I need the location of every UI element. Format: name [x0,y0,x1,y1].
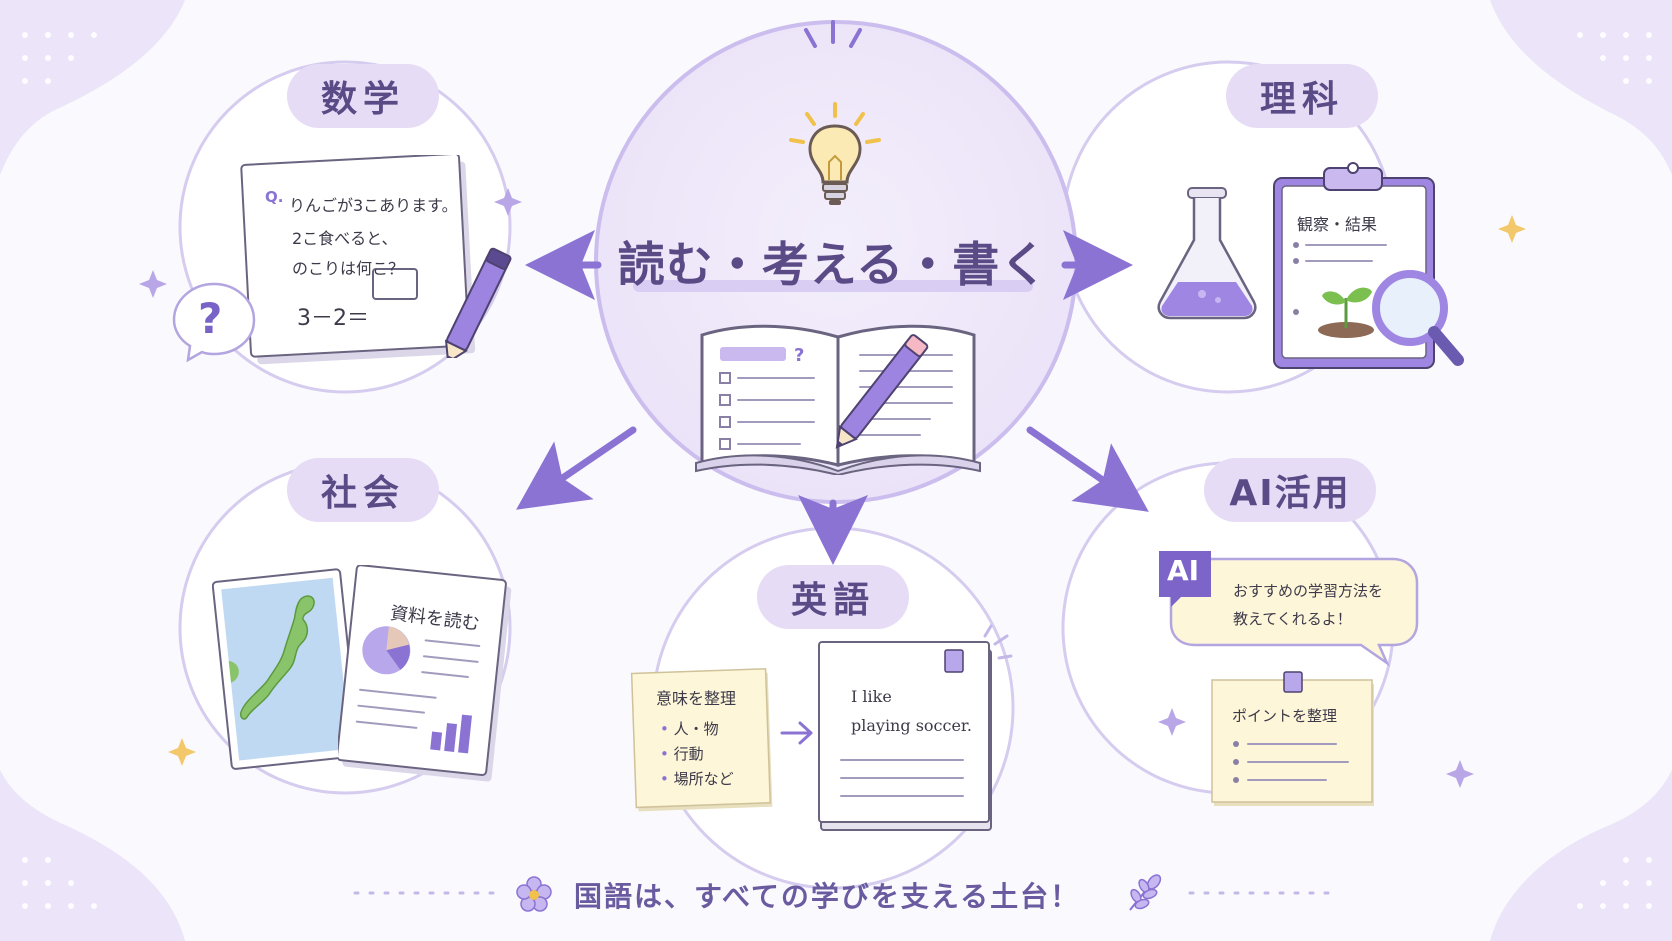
japan-map-icon [212,568,360,770]
note-title: 意味を整理 [656,689,737,708]
sticky-note [630,668,773,812]
ai-speech-bubble [1159,551,1419,667]
leaf-sprig-icon [1129,874,1162,911]
ai-note [1211,671,1374,806]
clipboard-icon [1273,162,1464,369]
ai-bubble-line-1: おすすめの学習方法を [1233,582,1384,600]
math-q-mark: Q. [265,188,284,206]
sparkle-yellow-icons [168,215,1526,766]
open-notebook-icon: ? [695,324,981,475]
right-arrow-icon [780,721,813,745]
ai-bubble-line-2: 教えてくれるよ！ [1233,610,1352,628]
title-highlight [633,280,1033,292]
lightbulb-icon [789,102,881,205]
connector-arrows [516,230,1149,565]
math-problem-line-3: のこりは何こ？ [292,259,405,278]
ai-badge: AI [1167,554,1200,587]
math-problem-line-2: 2こ食べると、 [292,229,398,248]
clipboard-title: 観察・結果 [1297,215,1378,234]
note-item-1: • 人・物 [660,720,719,738]
question-mark: ? [198,294,223,343]
science-label: 理科 [1226,64,1378,128]
svg-text:?: ? [794,345,804,366]
english-label: 英語 [757,565,909,629]
ai-note-title: ポイントを整理 [1232,707,1338,725]
notebook-page [818,624,1013,831]
flask-icon [1157,187,1257,320]
corner-blob-top-right [1490,0,1672,175]
corner-blob-top-left [0,0,185,175]
sentence-line-2: playing soccer. [851,716,972,735]
corner-blob-bottom-left [0,770,185,941]
math-worksheet [240,155,476,365]
document-with-chart-icon [338,565,512,782]
pencil-icon [444,247,512,358]
social-label: 社会 [287,458,439,522]
corner-dots [22,32,1652,909]
question-bubble-icon [172,282,256,363]
footer-text: 国語は、すべての学びを支える土台！ [574,880,1081,913]
note-item-3: • 場所など [660,770,734,788]
ai-label: AI活用 [1204,458,1376,522]
math-equation: 3－2＝ [297,306,369,331]
sparkle-icons [139,188,1474,788]
math-problem-line-1: りんごが3こあります。 [289,196,458,215]
corner-blob-bottom-right [1490,770,1672,941]
central-title: 読む・考える・書く [617,238,1049,293]
flower-icon [516,876,552,912]
math-label: 数学 [287,64,439,128]
sentence-line-1: I like [851,687,892,706]
idea-rays-icon [804,20,862,48]
note-item-2: • 行動 [660,745,704,763]
